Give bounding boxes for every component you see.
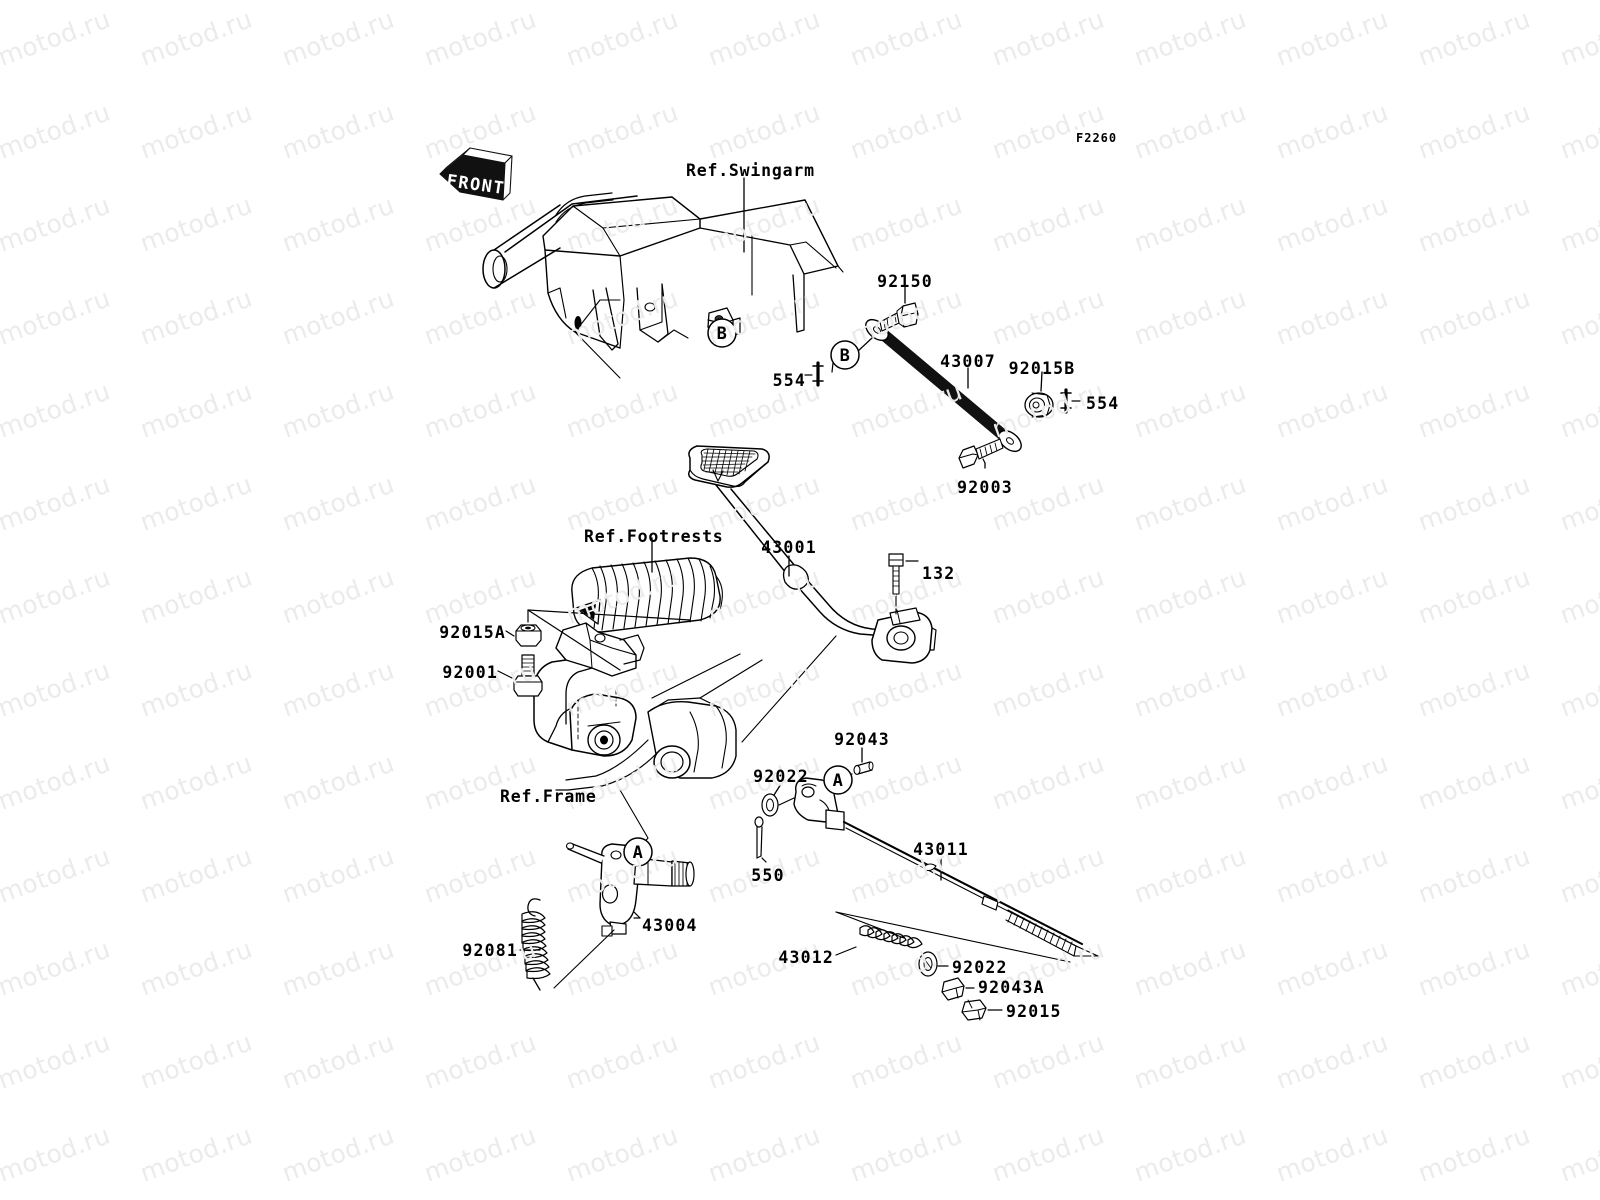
part-label-92015: 92015 [1006, 1002, 1062, 1021]
part-label-43012: 43012 [778, 948, 834, 967]
part-label-43007: 43007 [940, 352, 996, 371]
part-label-92015A: 92015A [439, 623, 506, 642]
part-label-554-left: 554 [772, 371, 806, 390]
part-label-92003: 92003 [957, 478, 1013, 497]
part-label-43001: 43001 [761, 538, 817, 557]
callout-letter-b-swingarm: B [716, 324, 728, 344]
part-label-92081: 92081 [462, 941, 518, 960]
part-label-43011: 43011 [913, 840, 969, 859]
part-label-92001: 92001 [442, 663, 498, 682]
callout-letter-a-lever: A [632, 843, 644, 863]
part-label-554-right: 554 [1086, 394, 1120, 413]
part-label-132: 132 [922, 564, 956, 583]
part-label-43004: 43004 [642, 916, 698, 935]
page-code: F2260 [1076, 131, 1118, 145]
ref-swingarm-label: Ref.Swingarm [686, 161, 815, 180]
part-label-92150: 92150 [877, 272, 933, 291]
part-label-92015B: 92015B [1008, 359, 1076, 378]
ref-footrests-label: Ref.Footrests [584, 527, 724, 546]
callout-letter-b-rod: B [839, 346, 851, 366]
ref-frame-label: Ref.Frame [500, 787, 597, 806]
part-label-92022-lower: 92022 [952, 958, 1008, 977]
part-label-92043: 92043 [834, 730, 890, 749]
part-label-92022-upper: 92022 [753, 767, 809, 786]
part-label-92043A: 92043A [978, 978, 1045, 997]
callout-letter-a-joint: A [832, 771, 844, 791]
part-label-550: 550 [751, 866, 785, 885]
